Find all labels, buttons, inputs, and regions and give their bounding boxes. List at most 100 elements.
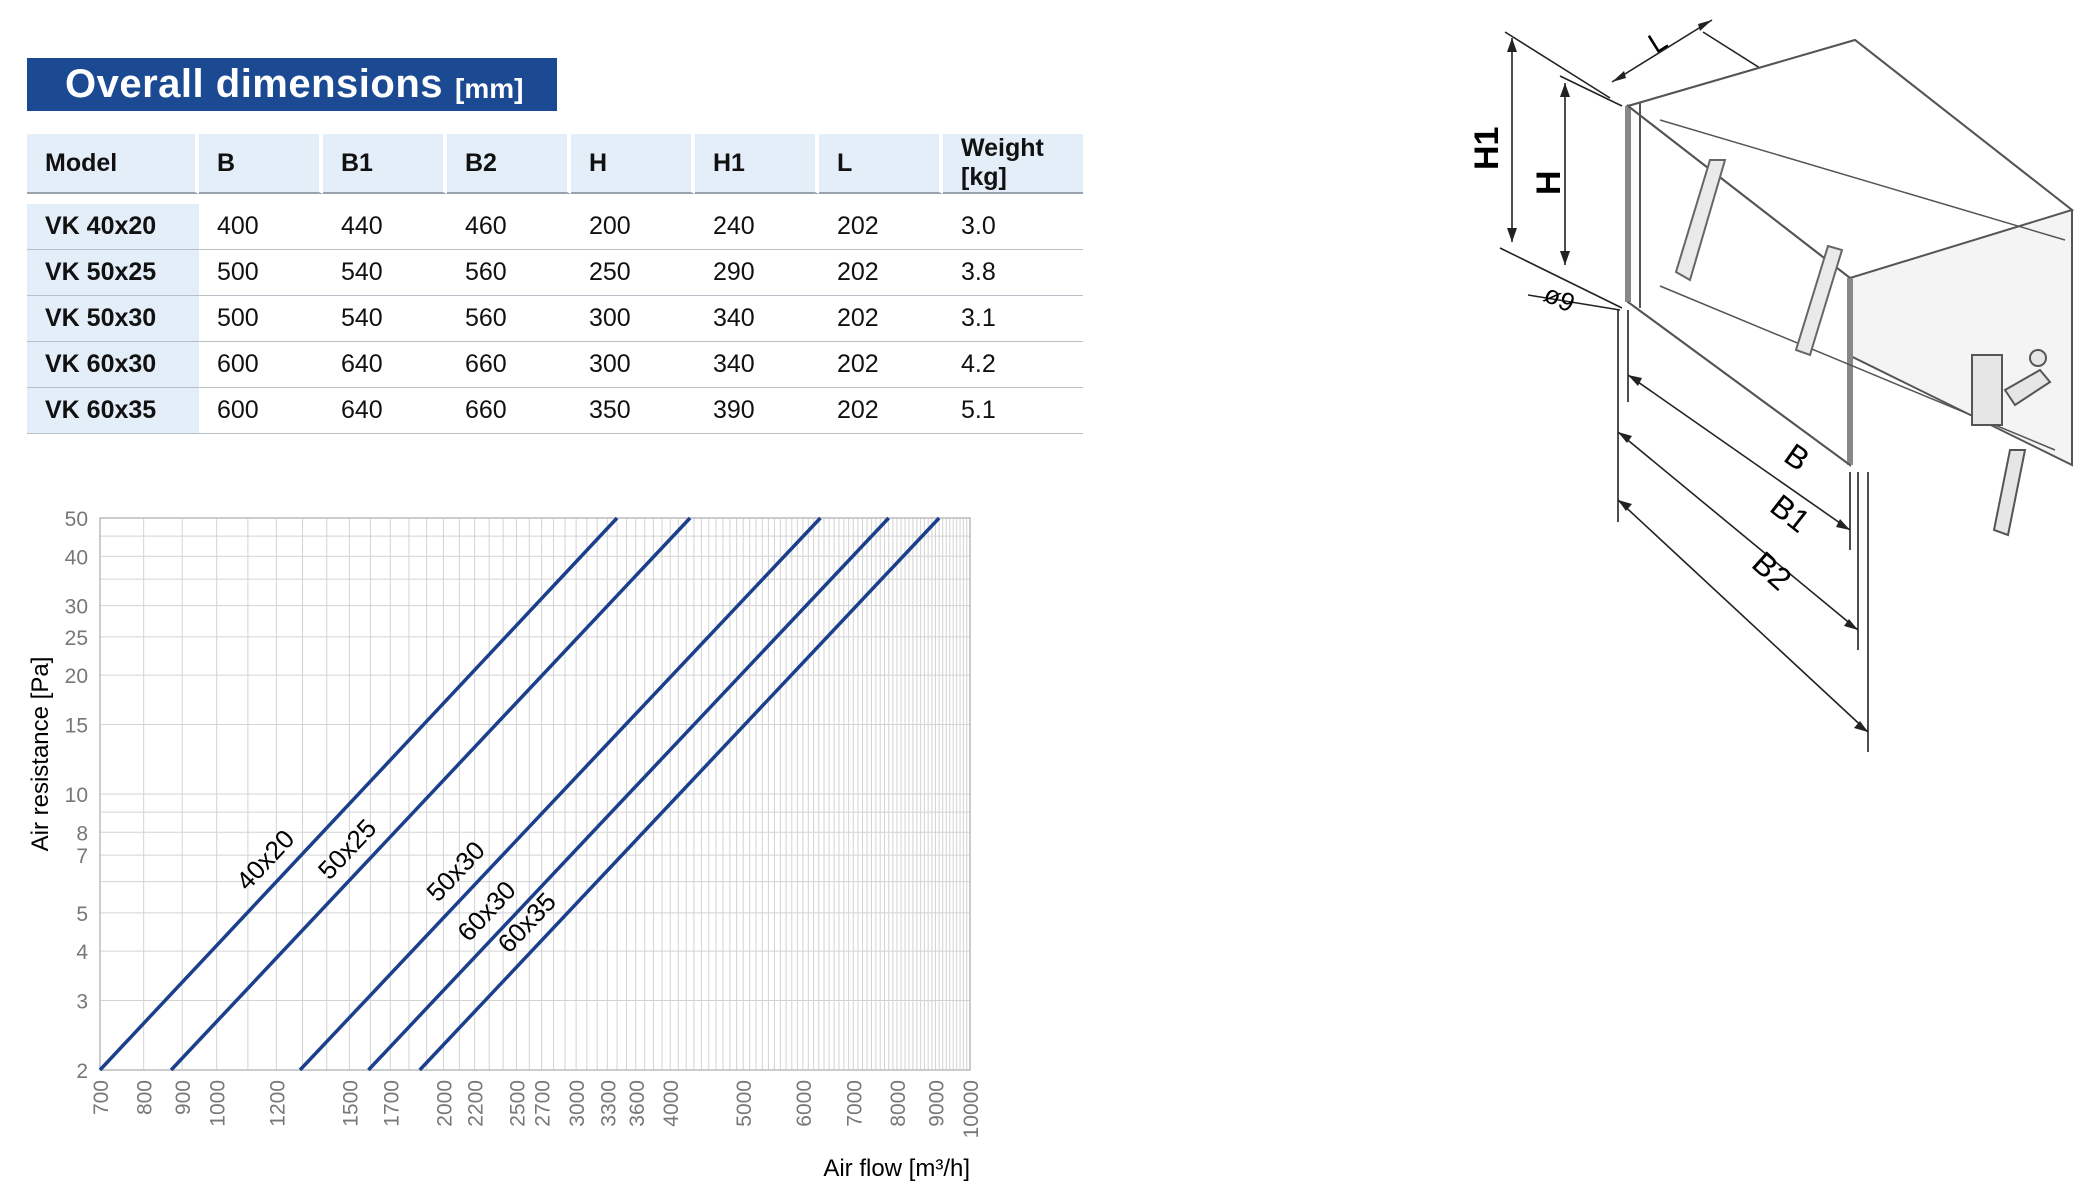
col-b: B [199, 134, 323, 194]
table-cell: 640 [323, 342, 447, 388]
table-cell: 202 [819, 342, 943, 388]
dim-b [1617, 310, 1869, 752]
damper-drawing: L H1 H ø9 [1468, 19, 2075, 752]
table-header-row: Model B B1 B2 H H1 L Weight [kg] [27, 134, 1083, 194]
table-cell: 640 [323, 388, 447, 434]
table-cell: 440 [323, 204, 447, 250]
table-cell: 400 [199, 204, 323, 250]
table-cell: 460 [447, 204, 571, 250]
x-tick-label: 3000 [566, 1080, 589, 1127]
damper-handle-icon [1971, 349, 2052, 537]
table-cell: 300 [571, 342, 695, 388]
series-line-50x25 [169, 516, 692, 1072]
table-cell: 3.8 [943, 250, 1083, 296]
label-b1: B1 [1764, 487, 1817, 539]
x-tick-label: 800 [134, 1080, 157, 1115]
x-tick-label: 900 [172, 1080, 195, 1115]
y-tick-label: 5 [76, 903, 88, 926]
x-tick-label: 1500 [339, 1080, 362, 1127]
damper-blades [1674, 159, 1844, 357]
y-axis-label: Air resistance [Pa] [27, 657, 54, 852]
x-tick-label: 1200 [266, 1080, 289, 1127]
table-cell: 600 [199, 342, 323, 388]
x-tick-label: 2000 [433, 1080, 456, 1127]
y-tick-label: 40 [65, 546, 88, 569]
x-tick-label: 700 [90, 1080, 113, 1115]
label-b2: B2 [1745, 544, 1798, 597]
table-cell: 290 [695, 250, 819, 296]
x-tick-label: 3300 [597, 1080, 620, 1127]
x-tick-label: 2200 [465, 1080, 488, 1127]
label-l: L [1643, 25, 1673, 60]
x-tick-label: 1000 [207, 1080, 230, 1127]
x-tick-label: 4000 [660, 1080, 683, 1127]
table-cell: 3.1 [943, 296, 1083, 342]
table-cell: 4.2 [943, 342, 1083, 388]
table-cell: 540 [323, 296, 447, 342]
y-tick-label: 8 [76, 822, 88, 845]
col-b2: B2 [447, 134, 571, 194]
y-tick-label: 20 [65, 665, 88, 688]
table-cell: 202 [819, 250, 943, 296]
table-cell: 500 [199, 296, 323, 342]
table-cell: 250 [571, 250, 695, 296]
table-cell: 202 [819, 204, 943, 250]
table-cell: 560 [447, 296, 571, 342]
section-title: Overall dimensions [mm] [27, 58, 557, 111]
series-line-60x35 [418, 516, 941, 1072]
section-title-unit: [mm] [455, 72, 524, 104]
y-tick-label: 15 [65, 714, 88, 737]
x-tick-label: 7000 [843, 1080, 866, 1127]
table-cell: 300 [571, 296, 695, 342]
col-weight: Weight [kg] [943, 134, 1083, 194]
x-tick-label: 9000 [926, 1080, 949, 1127]
y-tick-label: 4 [76, 941, 88, 964]
table-cell: 600 [199, 388, 323, 434]
col-l: L [819, 134, 943, 194]
table-cell-model: VK 50x25 [27, 250, 199, 296]
y-tick-label: 50 [65, 508, 88, 531]
y-tick-label: 30 [65, 596, 88, 619]
table-cell: 3.0 [943, 204, 1083, 250]
label-b: B [1778, 436, 1816, 478]
table-cell-model: VK 60x35 [27, 388, 199, 434]
series-line-50x30 [298, 516, 822, 1072]
table-cell: 500 [199, 250, 323, 296]
x-tick-label: 2700 [532, 1080, 555, 1127]
dim-h [1499, 38, 1623, 311]
table-cell: 540 [323, 250, 447, 296]
table-cell: 660 [447, 388, 571, 434]
x-tick-label: 10000 [960, 1080, 983, 1138]
series-line-40x20 [98, 516, 619, 1072]
label-h: H [1530, 170, 1568, 195]
x-tick-label: 5000 [733, 1080, 756, 1127]
table-cell: 340 [695, 296, 819, 342]
col-h1: H1 [695, 134, 819, 194]
x-tick-label: 3600 [626, 1080, 649, 1127]
table-cell: 340 [695, 342, 819, 388]
col-b1: B1 [323, 134, 447, 194]
col-h: H [571, 134, 695, 194]
x-tick-label: 1700 [380, 1080, 403, 1127]
table-cell: 202 [819, 296, 943, 342]
table-cell-model: VK 50x30 [27, 296, 199, 342]
label-h1: H1 [1468, 127, 1506, 170]
plot-frame [99, 517, 971, 1071]
table-cell: 390 [695, 388, 819, 434]
x-axis-label: Air flow [m³/h] [823, 1155, 970, 1182]
x-tick-label: 6000 [793, 1080, 816, 1127]
table-cell: 240 [695, 204, 819, 250]
table-cell: 660 [447, 342, 571, 388]
y-tick-label: 7 [76, 845, 88, 868]
y-tick-label: 25 [65, 627, 88, 650]
series-label-40x20: 40x20 [230, 824, 300, 896]
y-tick-label: 10 [65, 784, 88, 807]
table-cell: 200 [571, 204, 695, 250]
col-model: Model [27, 134, 199, 194]
damper-body [1625, 38, 2075, 467]
